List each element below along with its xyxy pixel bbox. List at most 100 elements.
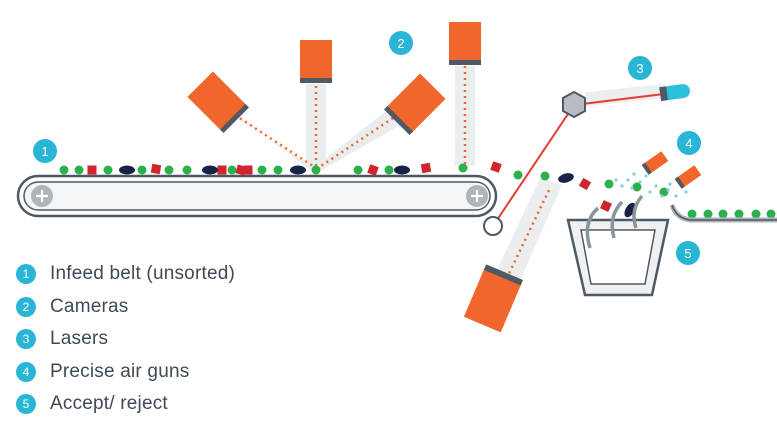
air-spray-dot — [674, 194, 678, 198]
air-spray-dot — [626, 178, 630, 182]
air-spray-dot — [644, 174, 648, 178]
infeed-belt — [16, 174, 498, 218]
badge-lasers: 3 — [628, 56, 652, 80]
legend-item: 4 Precise air guns — [16, 356, 235, 389]
green-item — [273, 165, 283, 175]
green-item — [734, 209, 744, 219]
legend-label: Lasers — [50, 328, 109, 350]
air-spray-dot — [638, 180, 642, 184]
red-item — [490, 161, 502, 173]
green-item — [164, 165, 174, 175]
dark-item — [558, 173, 574, 183]
red-item — [150, 163, 162, 175]
red-item — [217, 165, 227, 175]
svg-text:1: 1 — [41, 144, 48, 159]
laser-assembly — [483, 83, 690, 236]
svg-text:4: 4 — [685, 136, 692, 151]
legend-label: Cameras — [50, 295, 129, 317]
camera-center — [300, 40, 332, 83]
air-spray-dot — [630, 186, 634, 190]
dark-item — [119, 165, 135, 175]
red-item — [420, 162, 432, 174]
green-item — [59, 165, 69, 175]
legend-number-badge: 4 — [16, 361, 36, 382]
deflector-curve — [585, 206, 600, 249]
badge-cameras: 2 — [389, 31, 413, 55]
deflector-curve — [610, 200, 624, 239]
red-item — [243, 165, 253, 175]
plus-roller-icon — [466, 185, 488, 207]
green-item — [257, 165, 267, 175]
legend-label: Accept/ reject — [50, 393, 168, 415]
legend-item: 2 Cameras — [16, 291, 235, 324]
green-item — [137, 165, 147, 175]
dark-item — [202, 165, 218, 175]
air-spray-dot — [620, 184, 624, 188]
air-spray-dot — [666, 188, 670, 192]
green-item — [384, 165, 394, 175]
red-item — [578, 177, 592, 191]
camera-far — [449, 22, 481, 65]
green-item — [604, 179, 614, 189]
air-spray-dot — [632, 172, 636, 176]
green-item — [766, 209, 776, 219]
green-item — [659, 187, 669, 197]
red-item — [367, 164, 379, 176]
hexagon-icon — [562, 90, 586, 119]
green-item — [703, 209, 713, 219]
svg-text:3: 3 — [636, 61, 643, 76]
green-item — [632, 182, 642, 192]
legend-number-badge: 5 — [16, 394, 36, 415]
green-item — [182, 165, 192, 175]
air-gun-upper — [641, 151, 669, 175]
red-item — [600, 200, 612, 212]
svg-text:2: 2 — [397, 36, 404, 51]
reject-bin — [566, 194, 670, 297]
legend-item: 1 Infeed belt (unsorted) — [16, 258, 235, 291]
badge-belt: 1 — [33, 139, 57, 163]
accept-conveyor — [669, 204, 777, 223]
legend-label: Infeed belt (unsorted) — [50, 263, 236, 285]
air-spray-dot — [648, 190, 652, 194]
legend-item: 5 Accept/ reject — [16, 388, 235, 421]
air-spray — [614, 172, 688, 198]
badge-air-guns: 4 — [677, 131, 701, 155]
green-item — [718, 209, 728, 219]
camera-left — [187, 71, 249, 133]
green-item — [687, 209, 697, 219]
green-item — [103, 165, 113, 175]
view-beam-center — [306, 84, 326, 168]
green-item — [353, 165, 363, 175]
deflector-curve — [632, 194, 644, 229]
green-item — [458, 163, 468, 173]
camera-right — [384, 73, 446, 135]
green-item — [751, 209, 761, 219]
badge-accept-reject: 5 — [676, 241, 700, 265]
air-spray-dot — [660, 194, 664, 198]
view-beam-left — [222, 104, 316, 171]
laser-emitter-icon — [659, 84, 690, 102]
green-item — [513, 170, 523, 180]
green-item — [74, 165, 84, 175]
red-item — [87, 165, 97, 175]
legend-item: 3 Lasers — [16, 323, 235, 356]
air-gun-lower — [674, 165, 702, 189]
legend-number-badge: 1 — [16, 264, 36, 285]
dark-item — [394, 165, 410, 175]
green-item — [540, 171, 550, 181]
green-item — [227, 165, 237, 175]
legend-number-badge: 3 — [16, 329, 36, 350]
air-spray-dot — [684, 190, 688, 194]
air-spray-dot — [614, 178, 618, 182]
legend-number-badge: 2 — [16, 296, 36, 317]
air-spray-dot — [654, 184, 658, 188]
view-beam-bottom — [490, 178, 562, 290]
dark-item — [290, 165, 306, 175]
air-spray-dot — [668, 182, 672, 186]
legend: 1 Infeed belt (unsorted) 2 Cameras 3 Las… — [16, 258, 235, 421]
laser-target-circle — [483, 216, 503, 236]
svg-text:5: 5 — [684, 246, 691, 261]
green-item — [311, 165, 321, 175]
camera-bottom — [463, 264, 523, 333]
